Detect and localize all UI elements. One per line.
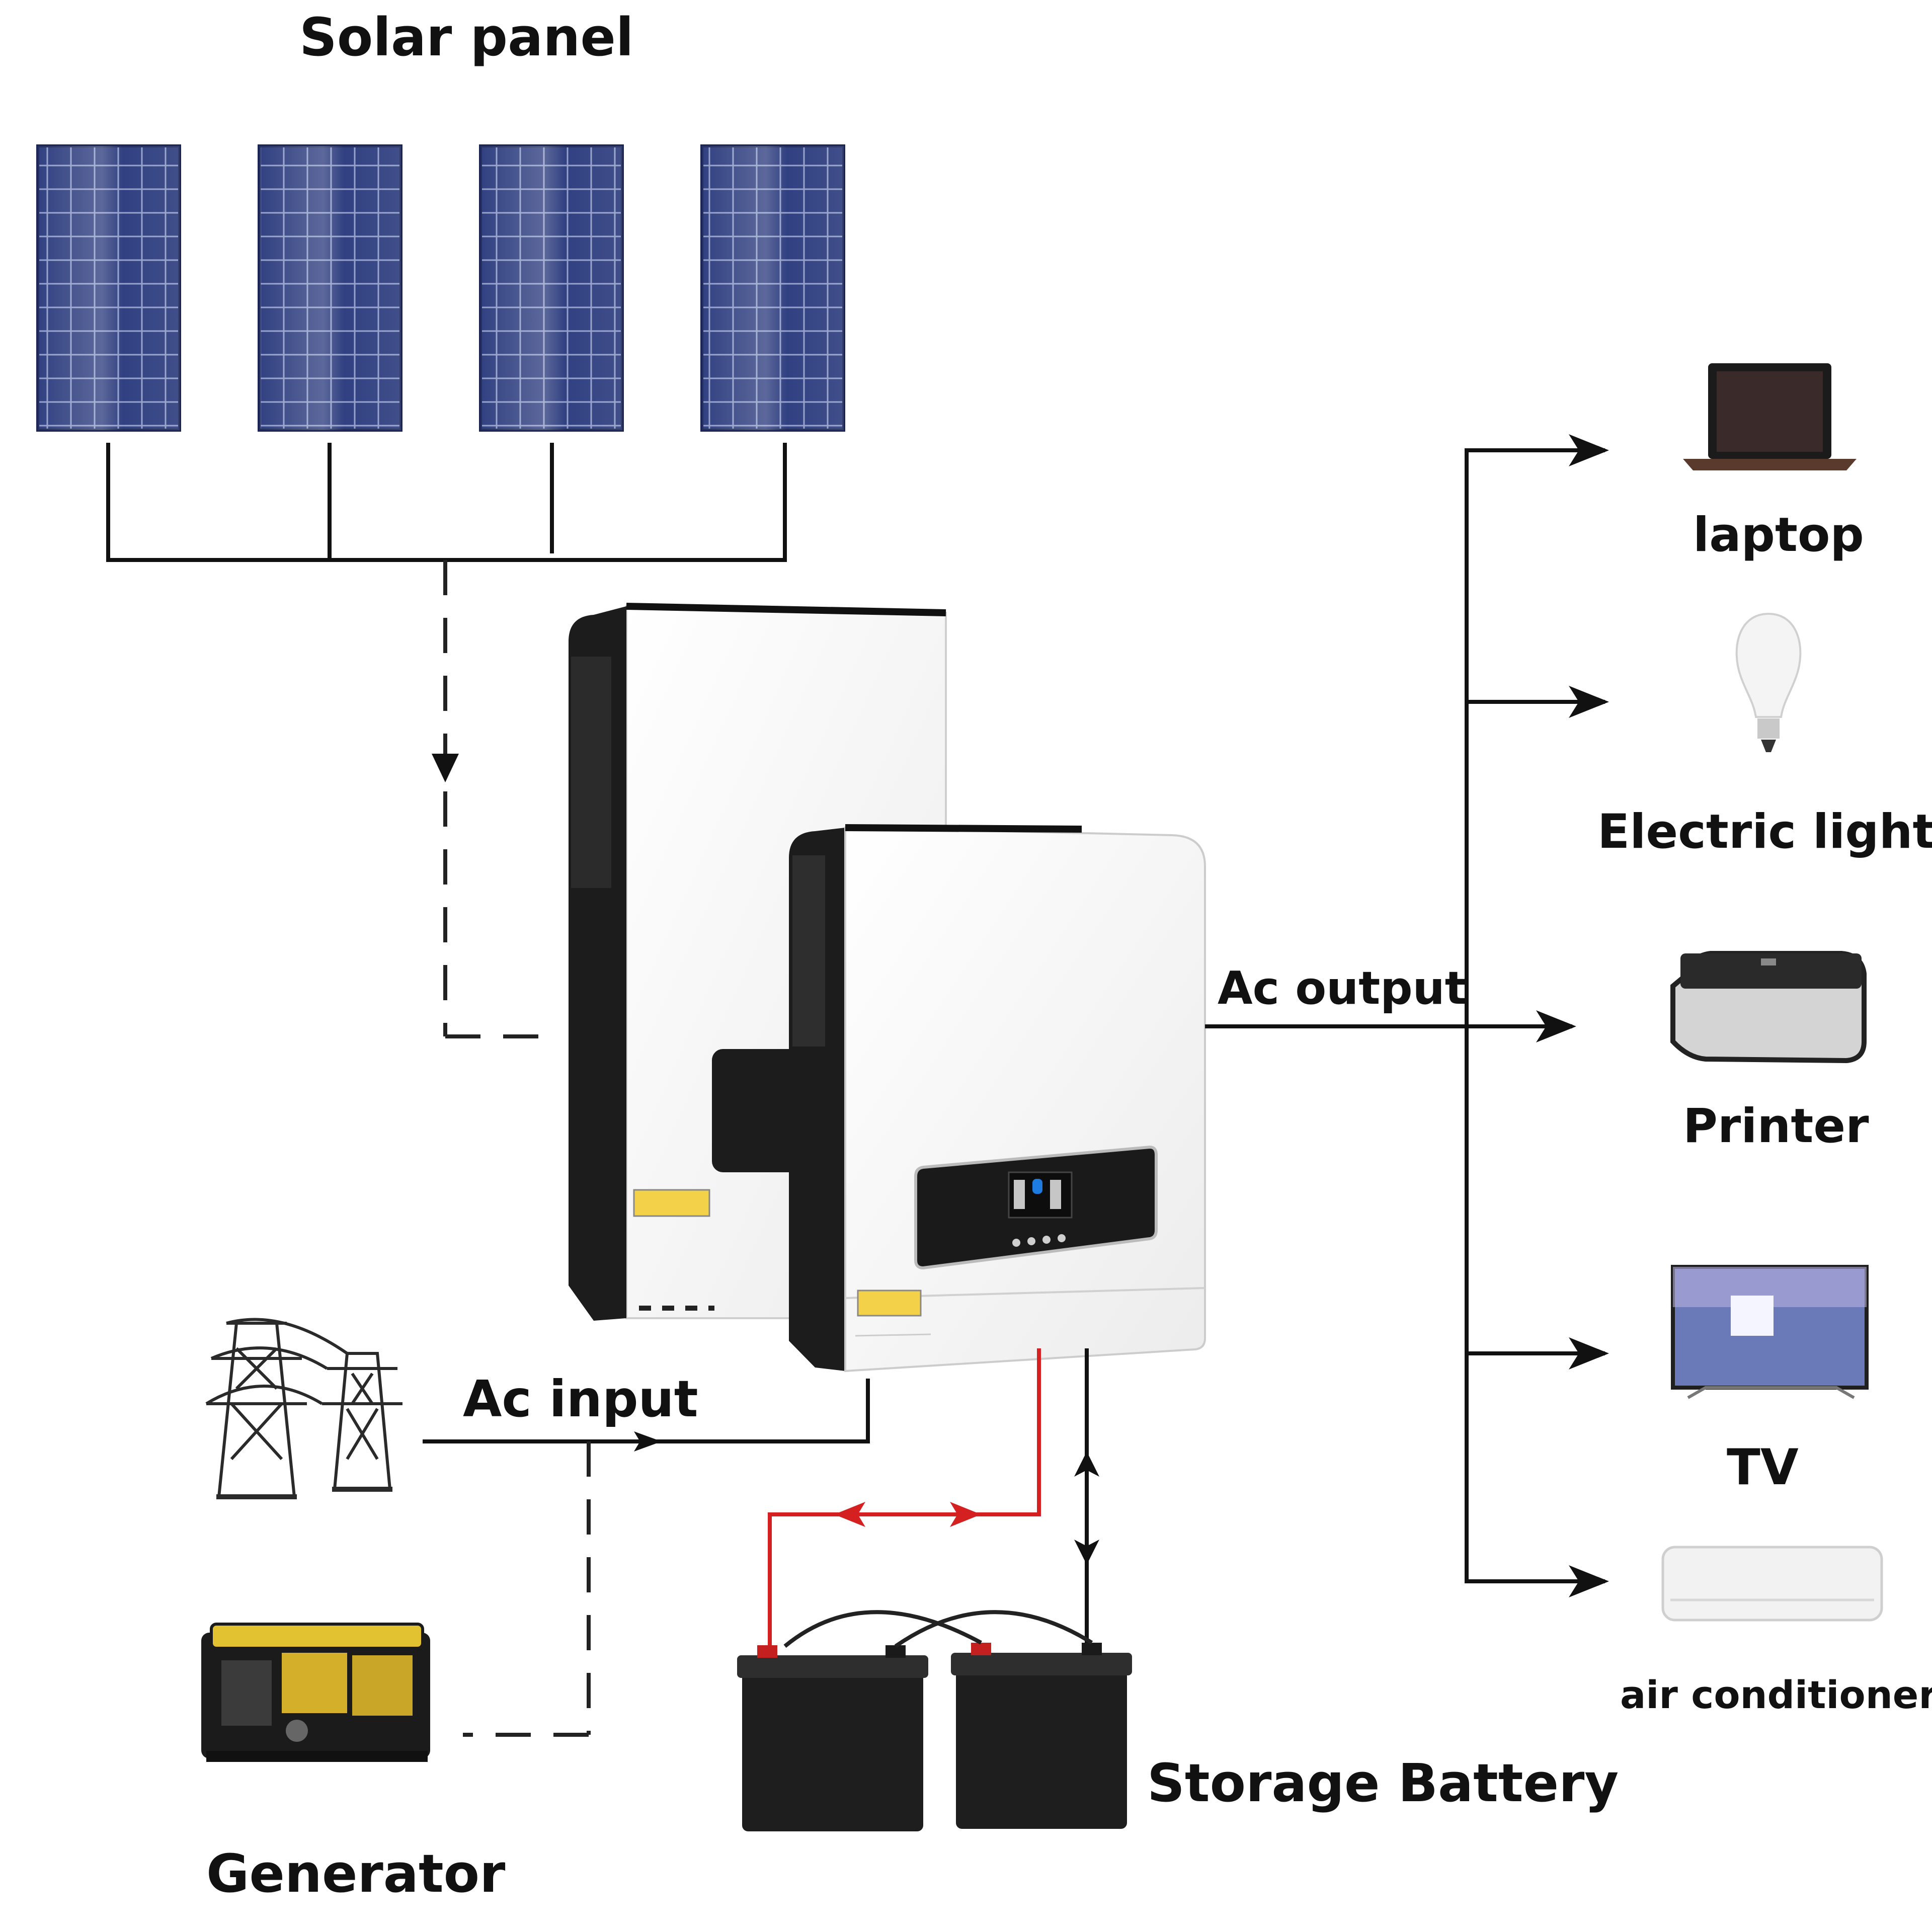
- solar-panel-4: [700, 144, 845, 432]
- battery-2: [951, 1643, 1132, 1829]
- generator-label: Generator: [206, 1843, 505, 1904]
- printer-label: Printer: [1683, 1099, 1869, 1154]
- solar-panel-3: [479, 144, 624, 432]
- power-tower-icon: [205, 1318, 403, 1499]
- ac-input-arrow: [634, 1431, 662, 1452]
- ac-output-label: Ac output: [1218, 962, 1467, 1015]
- pv-down-arrow: [432, 754, 459, 782]
- tv-label: TV: [1727, 1439, 1799, 1496]
- air-conditioner-icon: [1661, 1546, 1883, 1622]
- generator-icon: [201, 1623, 430, 1762]
- ac-output-wiring: [1205, 434, 1609, 1597]
- light-bulb-icon: [1735, 612, 1802, 752]
- inverter-control-panel: [914, 1145, 1158, 1270]
- battery-1: [737, 1645, 928, 1831]
- laptop-icon: [1683, 363, 1857, 470]
- printer-icon: [1670, 951, 1867, 1064]
- battery-arrow-down: [1074, 1540, 1099, 1565]
- laptop-label: laptop: [1693, 508, 1864, 562]
- battery-jumper: [783, 1610, 1093, 1648]
- battery-charge-arrow-left: [834, 1502, 865, 1527]
- storage-battery-label: Storage Battery: [1147, 1752, 1619, 1814]
- ac-input-label: Ac input: [463, 1370, 698, 1428]
- solar-panel-1: [36, 144, 181, 432]
- battery-charge-arrow-right: [950, 1502, 981, 1527]
- battery-wiring: [768, 1348, 1089, 1653]
- battery-arrow-up: [1074, 1452, 1099, 1477]
- panel-wiring: [106, 443, 787, 562]
- solar-panel-2: [258, 144, 403, 432]
- electric-light-label: Electric light: [1597, 804, 1932, 859]
- inverter-front: [789, 824, 1206, 1373]
- solar-panel-array: [36, 144, 845, 432]
- solar-panel-label: Solar panel: [299, 7, 634, 68]
- air-conditioner-label: air conditioner: [1620, 1672, 1932, 1717]
- generator-dashed-connector: [463, 1441, 591, 1737]
- tv-icon: [1671, 1265, 1869, 1399]
- pv-dashed-connector: [443, 560, 541, 1038]
